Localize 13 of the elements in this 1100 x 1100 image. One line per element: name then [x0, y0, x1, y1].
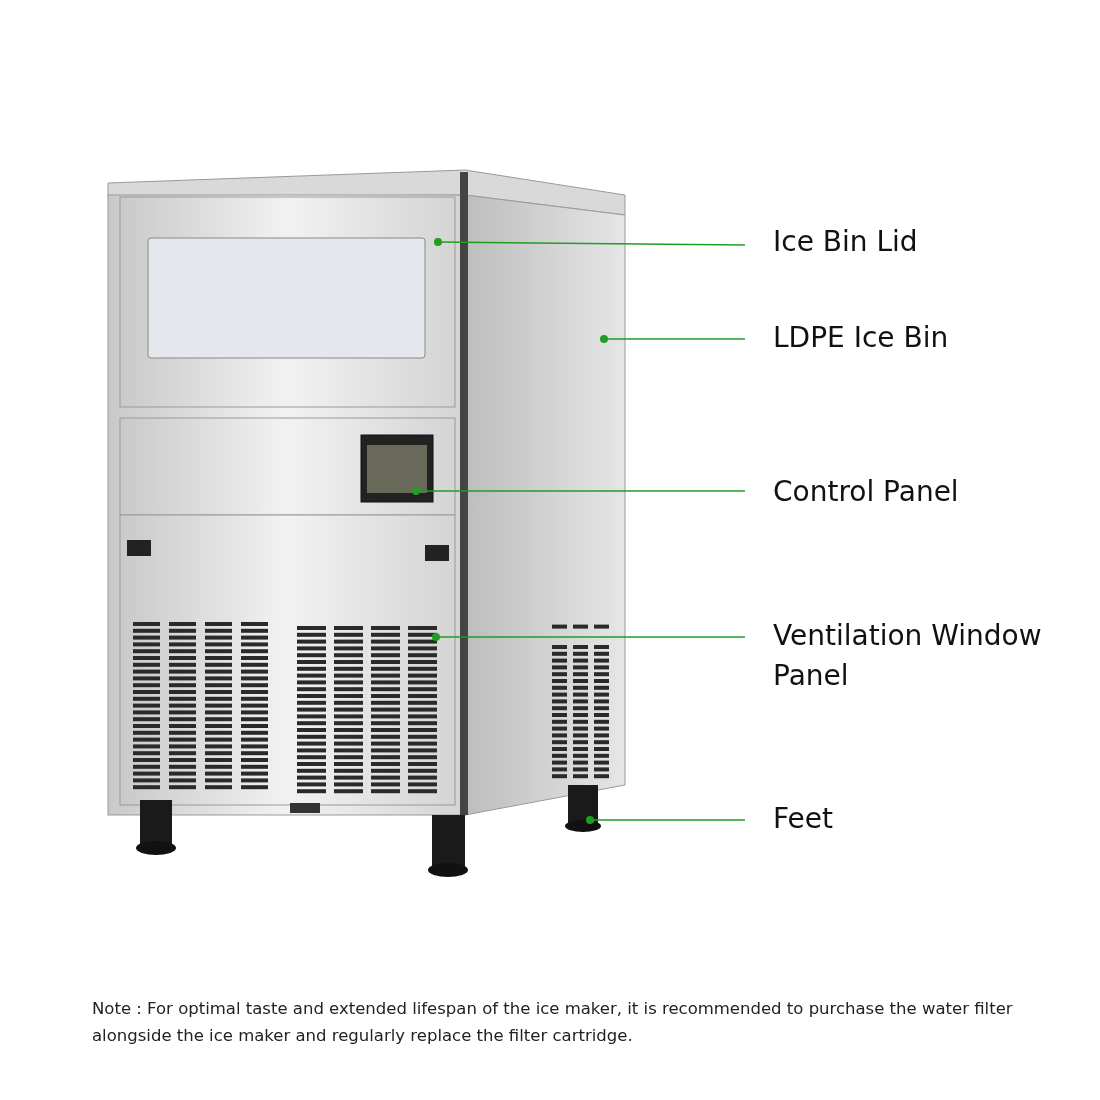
part-label: Ice Bin Lid	[745, 222, 1073, 262]
leader-line	[434, 238, 746, 246]
cabinet-side-panel	[464, 194, 626, 816]
leader-line	[586, 816, 746, 824]
part-label: LDPE Ice Bin	[745, 318, 1093, 358]
part-label: Feet	[745, 799, 973, 839]
leader-line	[600, 335, 746, 343]
leader-line	[432, 633, 746, 641]
part-label: Control Panel	[745, 472, 1100, 512]
foot	[565, 785, 601, 832]
note-text: Note : For optimal taste and extended lifespan of the ice maker, it is recommended to purchase the water filter alongside the ice maker and regularly replace the filter cartridge.	[92, 998, 1014, 1047]
part-label: Ventilation Window Panel	[745, 616, 1093, 696]
leader-line	[412, 487, 746, 495]
